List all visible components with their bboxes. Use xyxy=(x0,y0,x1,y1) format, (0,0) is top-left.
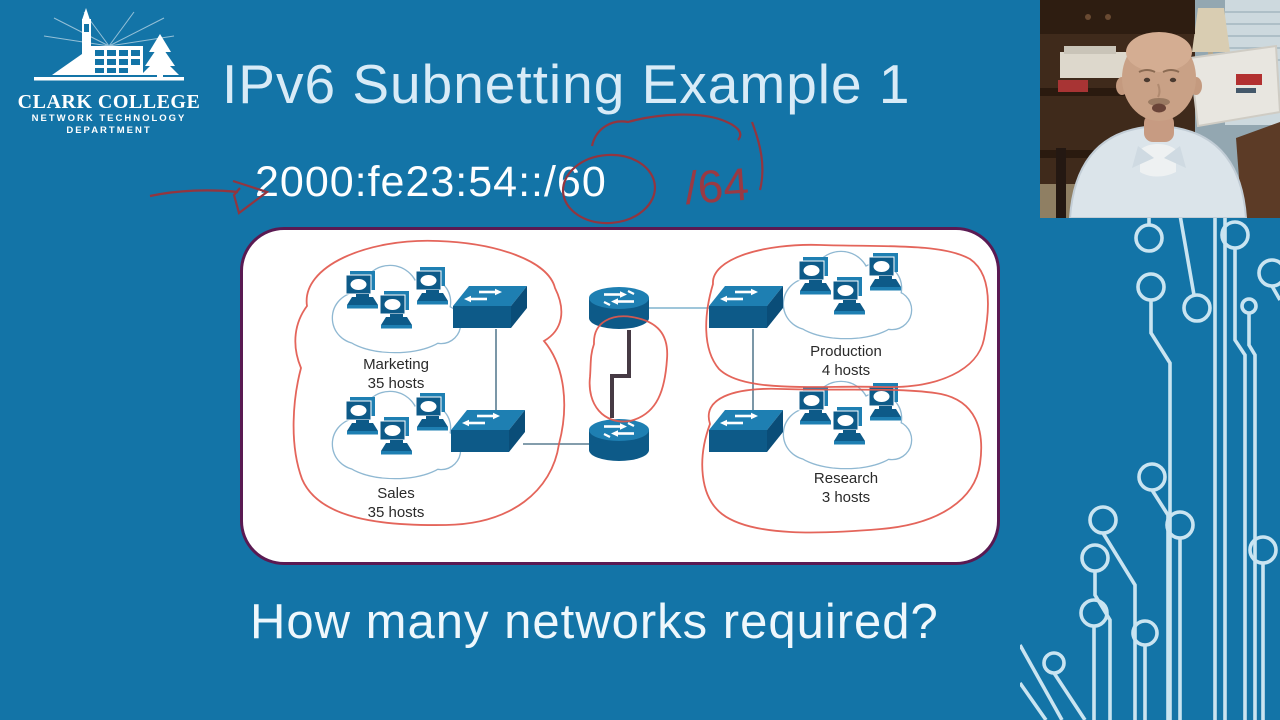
annotation-arrow-icon xyxy=(149,189,239,198)
diagram-box: Marketing 35 hosts Sales 35 hosts Produc… xyxy=(240,227,1000,565)
switch-marketing-icon xyxy=(451,284,529,330)
annotation-loop-research xyxy=(701,387,983,534)
clark-college-logo: Clark College Network Technology Departm… xyxy=(14,6,204,138)
switch-production-icon xyxy=(707,284,785,330)
presenter-video xyxy=(1040,0,1280,218)
label-marketing-hosts: 35 hosts xyxy=(368,375,425,392)
subnet-address: 2000:fe23:54::/60 xyxy=(255,158,607,206)
router-bottom-icon xyxy=(587,417,651,463)
annotation-squiggle2-icon xyxy=(750,121,764,191)
network-diagram: Marketing 35 hosts Sales 35 hosts Produc… xyxy=(292,239,989,534)
presenter-scene xyxy=(1040,0,1280,218)
switch-research-icon xyxy=(707,408,785,454)
circuit-pattern-icon xyxy=(1020,215,1280,720)
slide-title: IPv6 Subnetting Example 1 xyxy=(222,53,911,115)
label-sales: Sales xyxy=(377,485,415,502)
router-top-icon xyxy=(587,285,651,331)
label-research: Research xyxy=(814,470,878,487)
logo-dept-line1: Network Technology xyxy=(31,113,187,124)
switch-sales-icon xyxy=(449,408,527,454)
annotation-loop-production xyxy=(705,243,989,388)
annotation-loop-left xyxy=(292,239,566,526)
label-production: Production xyxy=(810,343,882,360)
serial-link xyxy=(610,330,631,418)
logo-name: Clark College xyxy=(17,91,201,113)
annotation-squiggle-icon xyxy=(590,113,742,147)
annotation-64-text: /64 xyxy=(683,158,750,214)
logo-dept-line2: Department xyxy=(66,125,152,137)
campus-emblem-icon xyxy=(34,8,184,81)
label-research-hosts: 3 hosts xyxy=(822,489,870,506)
label-sales-hosts: 35 hosts xyxy=(368,504,425,521)
annotation-loop-serial xyxy=(588,315,669,423)
label-production-hosts: 4 hosts xyxy=(822,362,870,379)
question-text: How many networks required? xyxy=(250,595,939,649)
label-marketing: Marketing xyxy=(363,356,429,373)
